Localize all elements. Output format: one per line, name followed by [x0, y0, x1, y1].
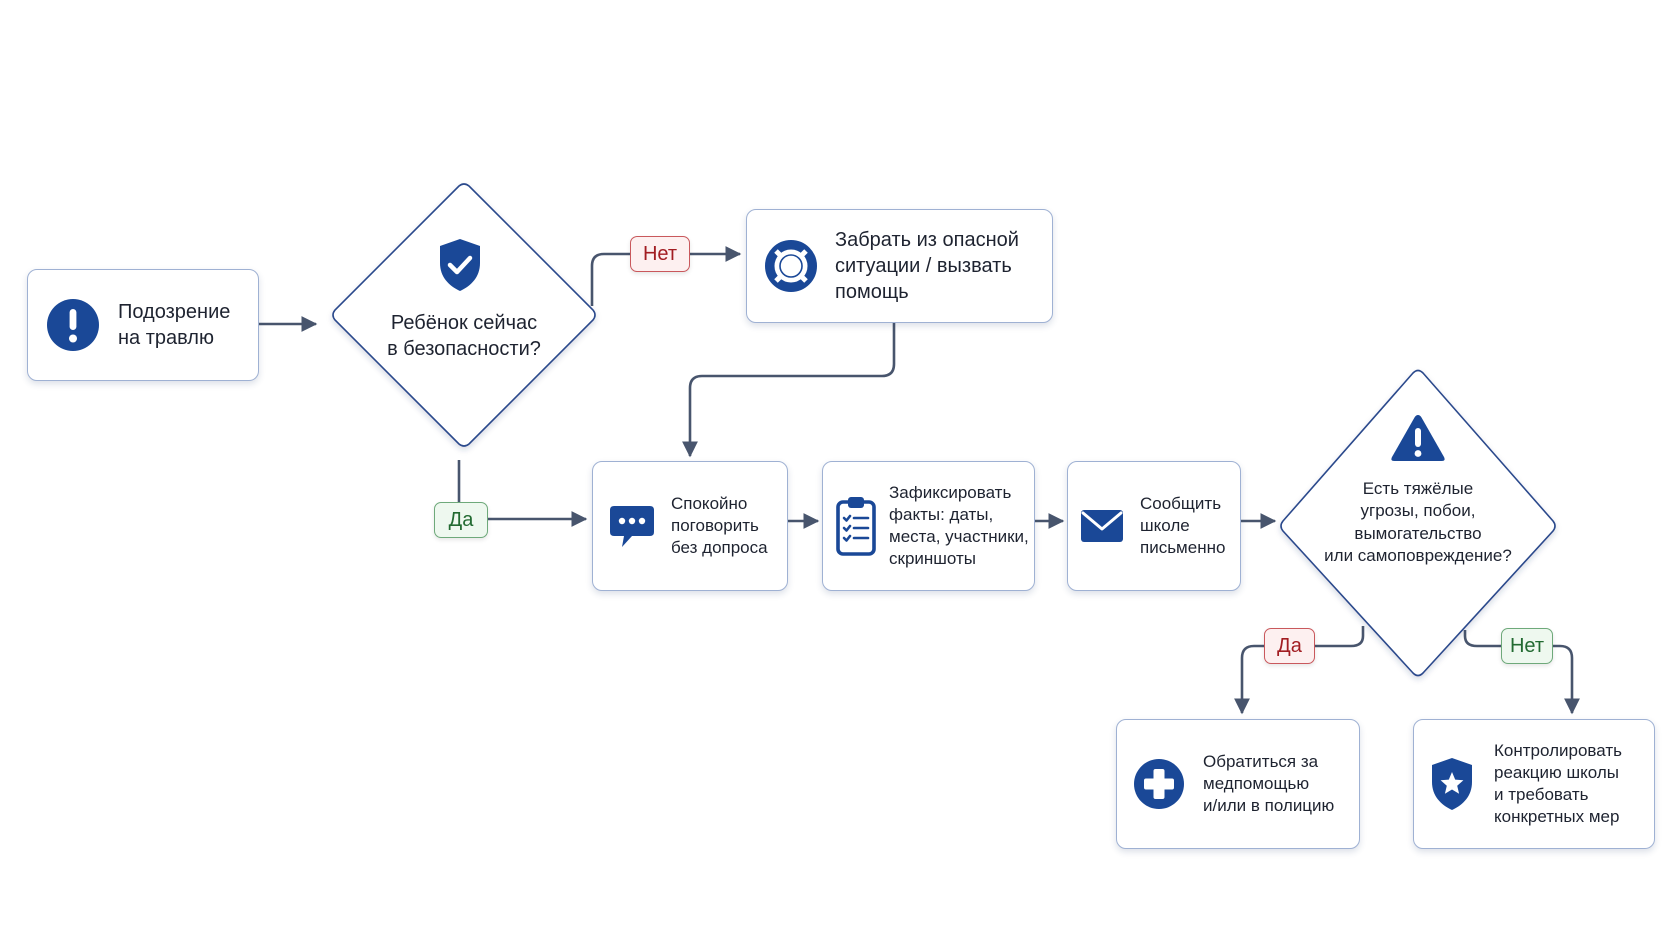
node-start: Подозрение на травлю: [27, 269, 259, 381]
safety-question-label: Ребёнок сейчас в безопасности?: [387, 312, 541, 361]
connector-rescue-to-talk: [682, 323, 896, 458]
connector-severity-yes: [1315, 626, 1365, 648]
branch-tag-severity-yes: Да: [1264, 628, 1315, 664]
node-notify: Сообщить школе письменно: [1067, 461, 1241, 591]
node-notify-label: Сообщить школе письменно: [1140, 493, 1226, 558]
branch-tag-safety-yes: Да: [434, 502, 488, 538]
node-talk-label: Спокойно поговорить без допроса: [671, 493, 768, 558]
exclamation-circle-icon: [46, 298, 100, 352]
clipboard-checklist-icon: [835, 495, 877, 557]
node-control: Контролировать реакцию школы и требовать…: [1413, 719, 1655, 849]
shield-star-icon: [1428, 756, 1476, 812]
connector-yes-tag-to-medical: [1234, 644, 1264, 715]
medical-cross-icon: [1133, 758, 1185, 810]
connector-no-tag-to-control: [1553, 644, 1580, 715]
node-medical: Обратиться за медпомощью и/или в полицию: [1116, 719, 1360, 849]
connector-safety-no: [590, 252, 630, 306]
node-talk: Спокойно поговорить без допроса: [592, 461, 788, 591]
lifebuoy-icon: [765, 240, 817, 292]
branch-tag-severity-no: Нет: [1501, 628, 1553, 664]
chat-bubble-icon: [608, 502, 656, 550]
node-rescue-label: Забрать из опасной ситуации / вызвать по…: [835, 229, 1019, 303]
branch-tag-safety-no: Нет: [630, 236, 690, 272]
node-control-label: Контролировать реакцию школы и требовать…: [1494, 740, 1622, 827]
shield-check-icon: [436, 237, 484, 298]
severity-decision-diamond: [1280, 369, 1556, 677]
connector-severity-no: [1463, 630, 1501, 648]
node-record-label: Зафиксировать факты: даты, места, участн…: [889, 482, 1029, 569]
warning-triangle-icon: [1389, 412, 1447, 469]
node-medical-label: Обратиться за медпомощью и/или в полицию: [1203, 751, 1335, 816]
safety-decision-diamond: [332, 183, 596, 447]
node-start-label: Подозрение на травлю: [118, 301, 231, 349]
envelope-icon: [1080, 508, 1124, 544]
severity-question-label: Есть тяжёлые угрозы, побои, вымогательст…: [1324, 479, 1512, 566]
node-record: Зафиксировать факты: даты, места, участн…: [822, 461, 1035, 591]
node-rescue: Забрать из опасной ситуации / вызвать по…: [746, 209, 1053, 323]
